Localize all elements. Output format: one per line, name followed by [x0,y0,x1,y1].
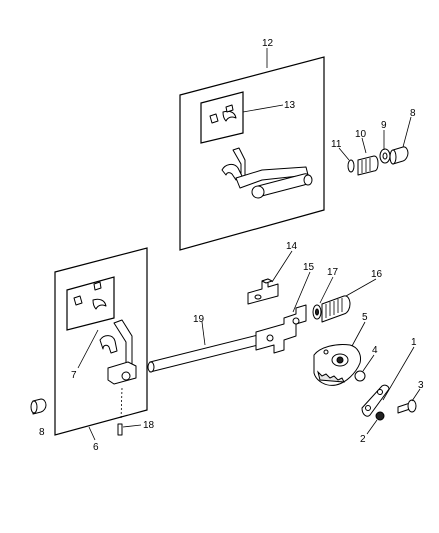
callout-8-left: 8 [39,427,45,438]
shift-fork-kit-panel-lower [54,247,148,436]
interlock-plate [255,304,307,354]
callout-labels: 12 13 8 9 10 11 14 15 17 16 5 4 1 3 2 19… [39,38,424,453]
callout-5: 5 [362,312,368,323]
detent-washer [312,304,322,320]
callout-12: 12 [262,38,274,49]
roll-pin [117,423,123,436]
callout-18: 18 [143,420,155,431]
callout-16: 16 [371,269,383,280]
detent-spring-right [357,155,379,176]
shift-rail [147,333,263,373]
callout-1: 1 [411,337,417,348]
callout-17: 17 [327,267,339,278]
detent-plug-left [30,398,47,415]
shift-fork-kit-panel-upper [179,56,325,251]
leader-lines [77,48,421,441]
detent-washer-right [347,159,355,173]
callout-8-right: 8 [410,108,416,119]
detent-sector [313,344,361,386]
shift-fork-lower [99,319,137,421]
shift-lever [361,384,390,417]
callout-14: 14 [286,241,298,252]
callout-3: 3 [418,380,424,391]
callout-9: 9 [381,120,387,131]
detent-spring [321,295,351,323]
callout-15: 15 [303,262,315,273]
detent-plug-right [389,146,409,165]
detent-ball [379,148,391,164]
o-ring [354,370,366,382]
callout-11: 11 [331,139,342,150]
callout-7: 7 [71,370,77,381]
shift-fork-upper [221,147,313,199]
lever-nut [375,411,385,421]
callout-19: 19 [193,314,205,325]
callout-10: 10 [355,129,367,140]
pad-kit-inset-lower [66,276,115,331]
callout-13: 13 [284,100,296,111]
callout-6: 6 [93,442,99,453]
lever-bolt [397,399,417,414]
callout-4: 4 [372,345,378,356]
pad-kit-inset-upper [200,91,244,144]
callout-2: 2 [360,434,366,445]
interlock-bracket [247,278,279,305]
